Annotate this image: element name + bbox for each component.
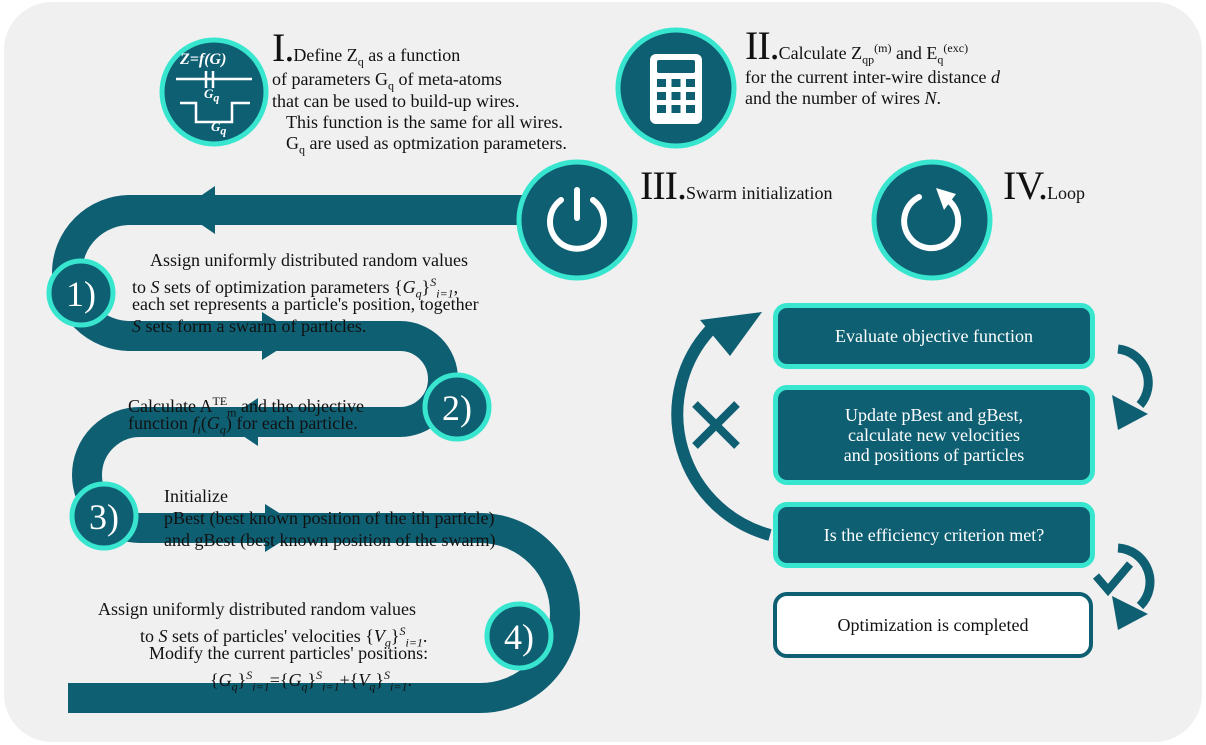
evaluate-to-update-arrow [1112, 344, 1153, 430]
step-4-circle [484, 601, 554, 671]
power-icon [516, 159, 638, 281]
criterion-box: Is the efficiency criterion met? [773, 502, 1095, 568]
step-4-equation: {Gq}Si=1={Gq}Si=1+{Vq}Si=1. [210, 668, 412, 694]
arrow-left-2 [222, 398, 258, 446]
stage-II-line-2: for the current inter-wire distance d [745, 67, 1001, 87]
arrow-left-1 [180, 186, 215, 234]
stage-II-line-3: and the number of wires N. [745, 88, 941, 108]
criterion-to-completed-arrow [1112, 543, 1155, 630]
step-1-line-3: each set represents a particle's positio… [132, 294, 479, 314]
step-1-line-1: Assign uniformly distributed random valu… [150, 250, 468, 270]
stage-I-line-4: This function is the same for all wires. [286, 112, 563, 132]
step-4-line-3: Modify the current particles' positions: [149, 643, 429, 663]
check-icon [1092, 561, 1134, 597]
step-4-line-2: to S sets of particles' velocities {Vq}S… [140, 624, 428, 650]
loop-arrow [671, 312, 772, 541]
step-2-number: 2) [442, 388, 472, 428]
cross-icon [692, 401, 740, 449]
evaluate-objective-box: Evaluate objective function [773, 303, 1095, 369]
step-4-line-1: Assign uniformly distributed random valu… [98, 599, 416, 619]
step-2-line-1: Calculate ATEm and the objective [128, 394, 364, 420]
formula-icon-g1: Gq [204, 86, 220, 105]
step-3-line-3: and gBest (best known position of the sw… [164, 530, 496, 550]
step-3-line-2: pBest (best known position of the ith pa… [164, 508, 495, 528]
step-2-circle [422, 372, 492, 442]
formula-icon [159, 37, 269, 147]
step-1-line-2: to S sets of optimization parameters {Gq… [132, 275, 459, 301]
step-1-circle [46, 258, 116, 328]
stage-IV-heading: IV.Loop [1003, 163, 1086, 208]
stage-I-line-3: that can be used to build-up wires. [272, 91, 520, 111]
calculator-icon [615, 27, 737, 149]
step-1-line-4: S sets form a swarm of particles. [132, 316, 367, 336]
stage-III-heading: III.Swarm initialization [640, 163, 833, 208]
arrow-right-1 [262, 312, 300, 360]
formula-icon-text: Z=f(G) [180, 51, 227, 68]
stage-I-line-2: of parameters Gq of meta-atoms [272, 69, 502, 93]
formula-icon-g2: Gq [211, 119, 227, 138]
stage-I-heading: I.Define Zq as a function [272, 25, 461, 70]
update-box: Update pBest and gBest,calculate new vel… [773, 385, 1095, 485]
refresh-icon [871, 159, 993, 281]
step-4-number: 4) [504, 617, 534, 657]
arrow-right-2 [265, 504, 303, 552]
step-3-line-1: Initialize [164, 486, 228, 506]
stage-II-heading: II.Calculate Zqp(m) and Eq(exc) [745, 23, 969, 68]
step-circles [46, 258, 554, 671]
step-3-circle [69, 481, 139, 551]
completed-box: Optimization is completed [773, 592, 1093, 658]
step-1-number: 1) [66, 274, 96, 314]
step-2-line-2: function fi(Gq) for each particle. [128, 413, 358, 437]
path-arrows [180, 186, 303, 552]
stage-I-line-5: Gq are used as optmization parameters. [286, 133, 567, 157]
step-3-number: 3) [89, 497, 119, 537]
